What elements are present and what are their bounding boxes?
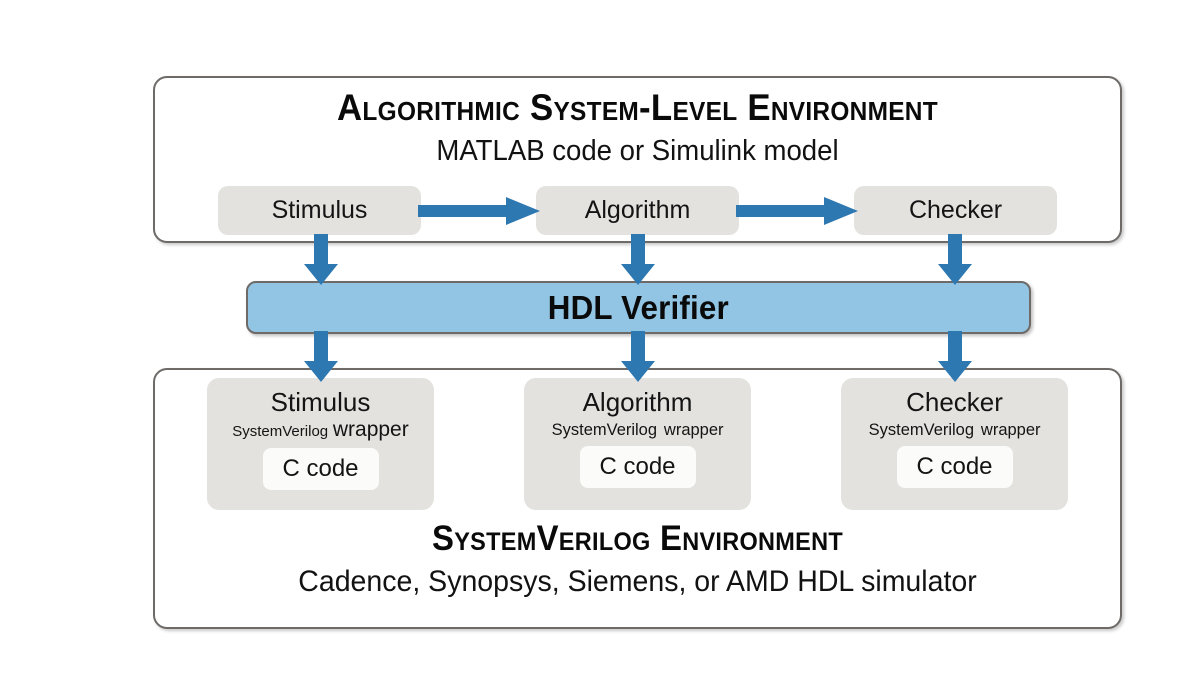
ccode-box-checker[interactable]: C code <box>896 446 1013 488</box>
arrow-hdl-verifier-to-checker-wrapper-icon <box>938 331 972 382</box>
block-stimulus-top[interactable]: Stimulus <box>218 186 421 235</box>
wrapper-box-checker-title: Checker <box>906 387 1003 417</box>
wrapper-box-algorithm-language: SystemVerilog <box>551 420 658 439</box>
ccode-box-algorithm-label: C code <box>599 453 676 480</box>
wrapper-box-checker-subtitle: SystemVerilog wrapper <box>867 419 1042 441</box>
ccode-box-stimulus-label: C code <box>282 455 359 482</box>
wrapper-box-algorithm-kind: wrapper <box>664 420 724 439</box>
bottom-section-title: SystemVerilog Environment <box>431 519 844 558</box>
ccode-box-stimulus[interactable]: C code <box>262 448 379 490</box>
wrapper-box-algorithm-subtitle: SystemVerilog wrapper <box>550 419 725 441</box>
arrow-stimulus-to-algorithm-icon <box>418 197 540 225</box>
wrapper-box-stimulus-title: Stimulus <box>270 387 371 417</box>
arrow-stimulus-to-hdl-verifier-icon <box>304 234 338 285</box>
arrow-algorithm-to-hdl-verifier-icon <box>621 234 655 285</box>
bottom-section-subtitle: Cadence, Synopsys, Siemens, or AMD HDL s… <box>298 565 977 598</box>
ccode-box-checker-label: C code <box>916 453 993 480</box>
block-algorithm-top[interactable]: Algorithm <box>536 186 739 235</box>
arrow-hdl-verifier-to-stimulus-wrapper-icon <box>304 331 338 382</box>
wrapper-box-algorithm-title: Algorithm <box>582 387 693 417</box>
wrapper-box-checker[interactable]: Checker SystemVerilog wrapper C code <box>841 378 1068 510</box>
block-algorithm-top-label: Algorithm <box>584 196 691 224</box>
wrapper-box-stimulus[interactable]: Stimulus SystemVerilog wrapper C code <box>207 378 434 510</box>
block-checker-top-label: Checker <box>908 196 1003 224</box>
arrow-checker-to-hdl-verifier-icon <box>938 234 972 285</box>
wrapper-box-stimulus-subtitle: SystemVerilog wrapper <box>232 419 408 443</box>
ccode-box-algorithm[interactable]: C code <box>579 446 696 488</box>
wrapper-box-algorithm[interactable]: Algorithm SystemVerilog wrapper C code <box>524 378 751 510</box>
wrapper-box-stimulus-kind: wrapper <box>332 418 409 441</box>
arrow-hdl-verifier-to-algorithm-wrapper-icon <box>621 331 655 382</box>
wrapper-box-checker-language: SystemVerilog <box>868 420 975 439</box>
wrapper-box-checker-kind: wrapper <box>981 420 1041 439</box>
wrapper-box-stimulus-language: SystemVerilog <box>232 423 329 440</box>
top-section-subtitle: MATLAB code or Simulink model <box>436 135 839 167</box>
block-stimulus-top-label: Stimulus <box>271 196 368 224</box>
hdl-verifier-bar[interactable]: HDL Verifier <box>246 281 1031 334</box>
arrow-algorithm-to-checker-icon <box>736 197 858 225</box>
top-section-title: Algorithmic System-Level Environment <box>337 87 938 128</box>
hdl-verifier-label: HDL Verifier <box>547 288 730 326</box>
block-checker-top[interactable]: Checker <box>854 186 1057 235</box>
